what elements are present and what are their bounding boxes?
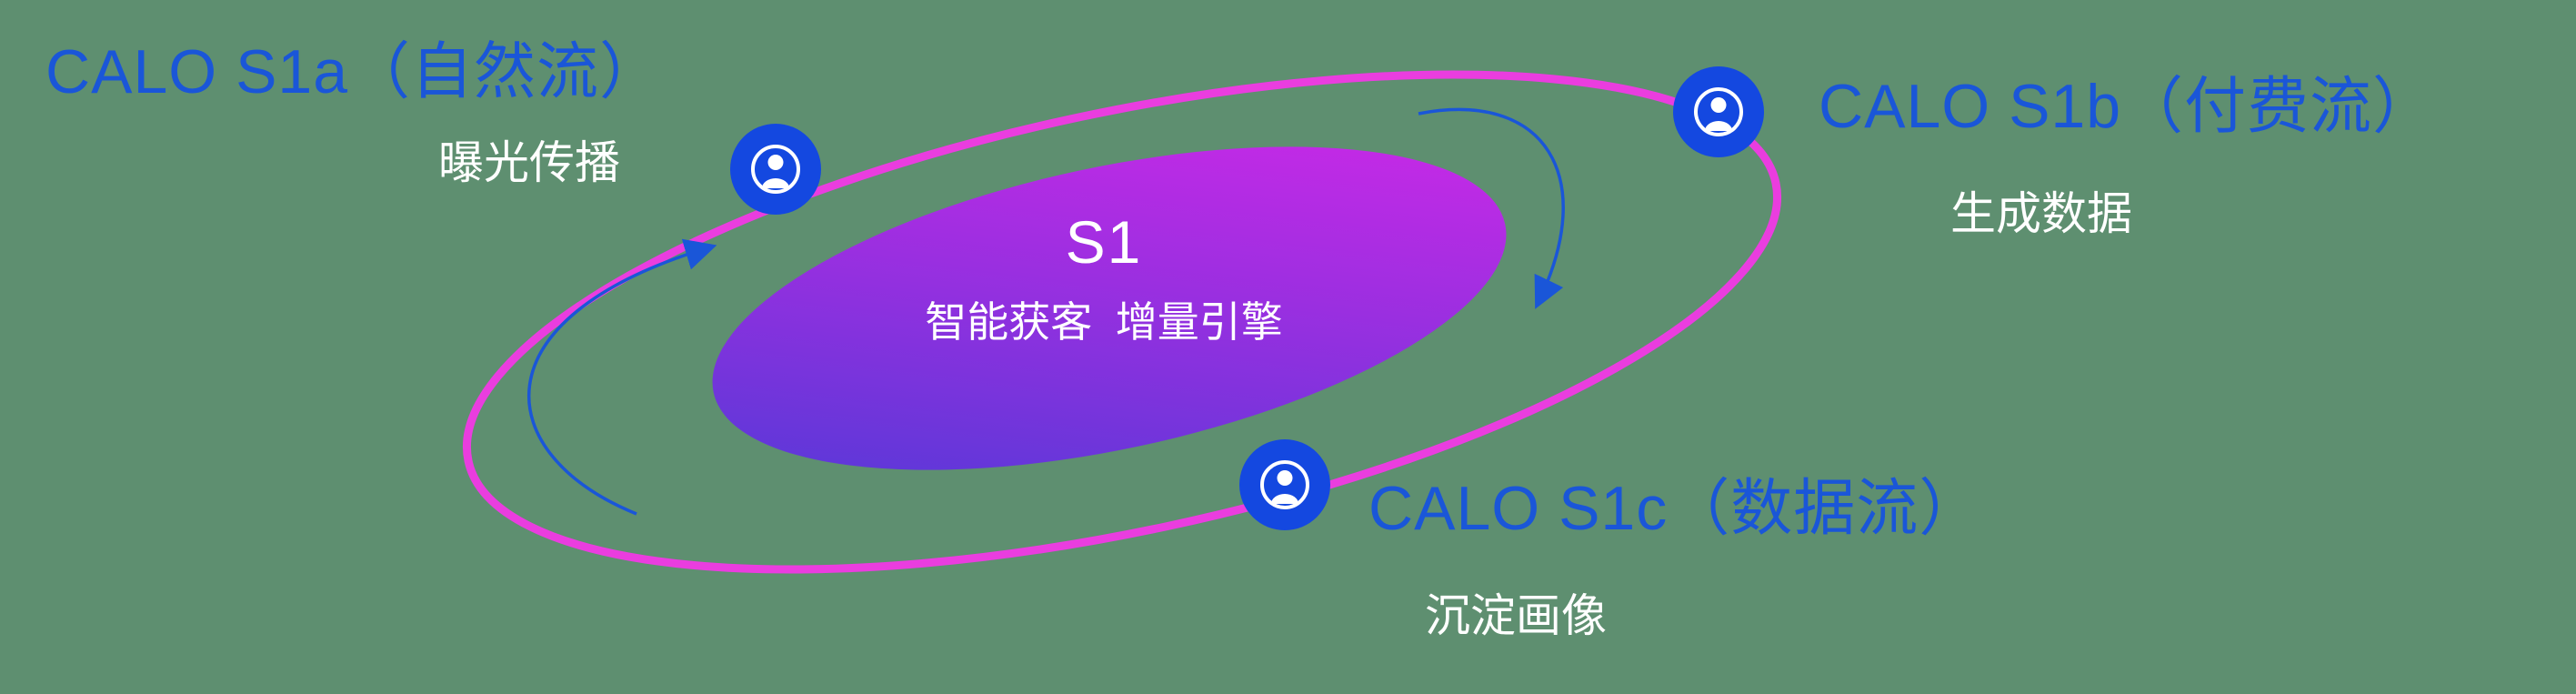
orbit-ring <box>462 70 1782 574</box>
node-s1c-subtitle: 沉淀画像 <box>1425 590 1607 641</box>
core-ellipse <box>712 146 1507 470</box>
node-s1c-title: CALO S1c（数据流） <box>1368 474 1982 543</box>
node-s1b-person-icon <box>1671 65 1766 159</box>
node-s1a-subtitle: 曝光传播 <box>438 137 620 188</box>
node-s1b-title: CALO S1b（付费流） <box>1819 72 2436 141</box>
core-text-block: S1 智能获客 增量引擎 <box>740 207 1468 349</box>
node-s1a-title: CALO S1a（自然流） <box>45 37 663 106</box>
core-subtitle: 智能获客 增量引擎 <box>925 298 1283 346</box>
node-s1a-person-icon <box>728 122 823 216</box>
left-flow-arrow-icon <box>527 238 717 516</box>
core-title: S1 <box>1065 208 1143 276</box>
right-flow-arrow-icon <box>1418 107 1565 309</box>
node-s1c-person-icon <box>1238 438 1332 532</box>
node-s1b-subtitle: 生成数据 <box>1950 188 2132 239</box>
